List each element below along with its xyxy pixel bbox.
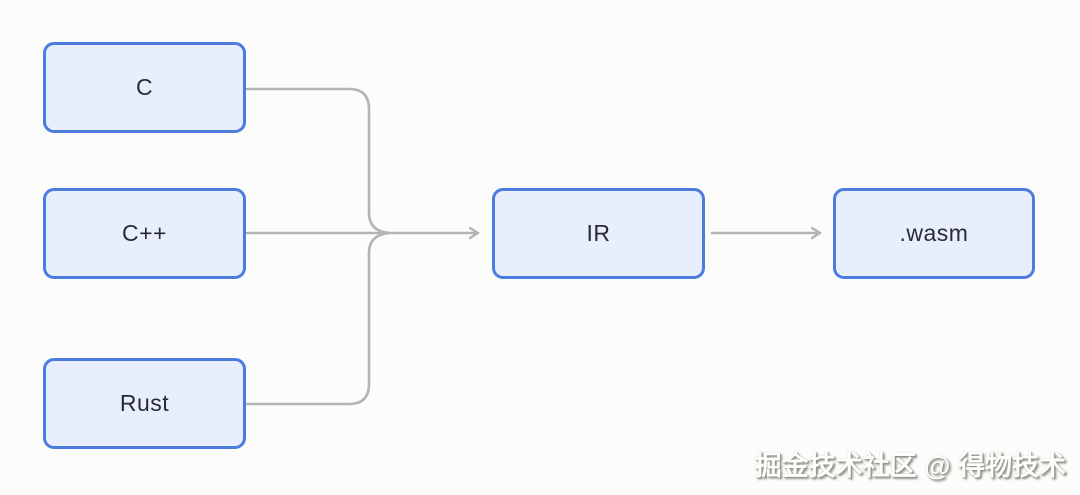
node-wasm: .wasm (833, 188, 1035, 279)
node-c: C (43, 42, 246, 133)
node-ir-label: IR (586, 220, 611, 246)
node-rust-label: Rust (119, 390, 170, 416)
node-c-label: C (135, 74, 154, 100)
node-rust: Rust (43, 358, 246, 449)
node-ir: IR (492, 188, 705, 279)
node-cpp: C++ (43, 188, 246, 279)
watermark-text: 掘金技术社区 @ 得物技术 (754, 451, 1066, 481)
edge-c-to-ir (245, 87, 391, 235)
edge-rust-to-ir (245, 231, 391, 406)
node-wasm-label: .wasm (899, 220, 969, 246)
node-cpp-label: C++ (122, 220, 167, 246)
